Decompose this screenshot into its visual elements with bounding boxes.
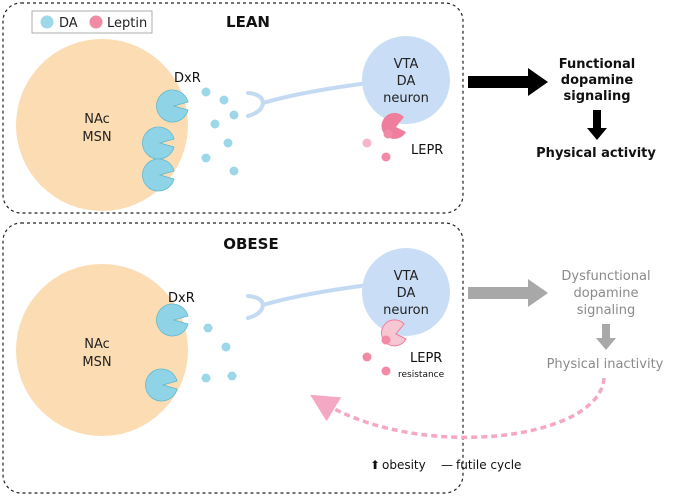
legend-leptin-swatch (89, 15, 103, 29)
obese-result: Physical inactivity (547, 357, 664, 372)
lean-msn-line2: MSN (82, 130, 111, 145)
cycle-obesity-label: obesity (382, 458, 426, 472)
obese-outcome-line1: Dysfunctional (561, 269, 650, 284)
obese-da-molecule (227, 371, 237, 381)
lean-lepr-label: LEPR (411, 143, 443, 158)
lean-da-molecule (201, 153, 211, 163)
lean-outcome-line2: dopamine (561, 73, 634, 88)
obese-axon-terminal (246, 294, 266, 320)
lean-dxr-label: DxR (174, 71, 201, 86)
obese-outcome-line2: dopamine (574, 286, 639, 301)
futile-cycle-arrow (310, 377, 606, 440)
lean-leptin-molecule (381, 152, 391, 162)
lean-dxr-receptor (156, 89, 189, 123)
obese-msn-line2: MSN (82, 355, 111, 370)
obese-msn-line1: NAc (84, 337, 110, 352)
obese-leptin-molecule (381, 335, 391, 345)
lean-leptin-molecule (362, 138, 372, 148)
legend-da-swatch (40, 15, 54, 29)
lean-axon (261, 81, 370, 105)
obese-nac-msn-cell (16, 264, 188, 436)
lean-vta-line3: neuron (383, 91, 429, 106)
obese-vta-line3: neuron (383, 303, 429, 318)
obese-signal-arrow (468, 279, 548, 307)
lean-da-molecule (223, 138, 233, 148)
obese-down-arrow (596, 324, 616, 350)
lean-da-molecule (229, 166, 239, 176)
obese-lepr-sub: resistance (398, 370, 445, 380)
cycle-up-arrow-icon: ⬆ (370, 458, 380, 472)
cycle-dash: — (441, 458, 453, 472)
lean-outcome-line3: signaling (564, 89, 631, 104)
obese-leptin-molecule (362, 352, 372, 362)
obese-vta-line1: VTA (394, 269, 419, 284)
cycle-futile-label: futile cycle (456, 458, 521, 472)
lean-down-arrow (587, 110, 607, 140)
lean-panel (2, 2, 464, 214)
lean-dxr-receptor (142, 126, 175, 160)
obese-da-molecule (221, 342, 231, 352)
lean-leptin-molecule (383, 129, 393, 139)
obese-vta-neuron (362, 248, 450, 336)
lean-da-molecule (219, 95, 229, 105)
legend-leptin-label: Leptin (107, 16, 147, 31)
obese-title: OBESE (223, 235, 278, 253)
obese-panel (2, 222, 464, 494)
lean-signal-arrow (468, 68, 548, 96)
obese-da-molecule (203, 323, 213, 333)
lean-vta-line2: DA (397, 74, 416, 89)
lean-msn-line1: NAc (84, 112, 110, 127)
lean-axon-terminal (246, 91, 266, 118)
lean-dxr-receptor (142, 158, 175, 192)
lean-title: LEAN (226, 13, 270, 31)
lean-result: Physical activity (536, 146, 656, 161)
lean-da-molecule (229, 110, 239, 120)
lean-outcome-line1: Functional (559, 57, 636, 72)
lean-da-molecule (210, 119, 220, 129)
obese-dxr-label: DxR (168, 291, 195, 306)
obese-axon (261, 283, 370, 307)
lean-da-molecule (201, 87, 211, 97)
legend-da-label: DA (59, 16, 78, 31)
lean-vta-line1: VTA (394, 57, 419, 72)
obese-outcome-line3: signaling (577, 303, 636, 318)
obese-vta-line2: DA (397, 286, 416, 301)
obese-leptin-molecule (381, 366, 391, 376)
obese-lepr-label: LEPR (410, 351, 442, 366)
obese-dxr-receptor (145, 368, 178, 402)
obese-dxr-receptor (156, 303, 189, 337)
lean-vta-neuron (362, 36, 450, 124)
obese-da-molecule (201, 373, 211, 383)
